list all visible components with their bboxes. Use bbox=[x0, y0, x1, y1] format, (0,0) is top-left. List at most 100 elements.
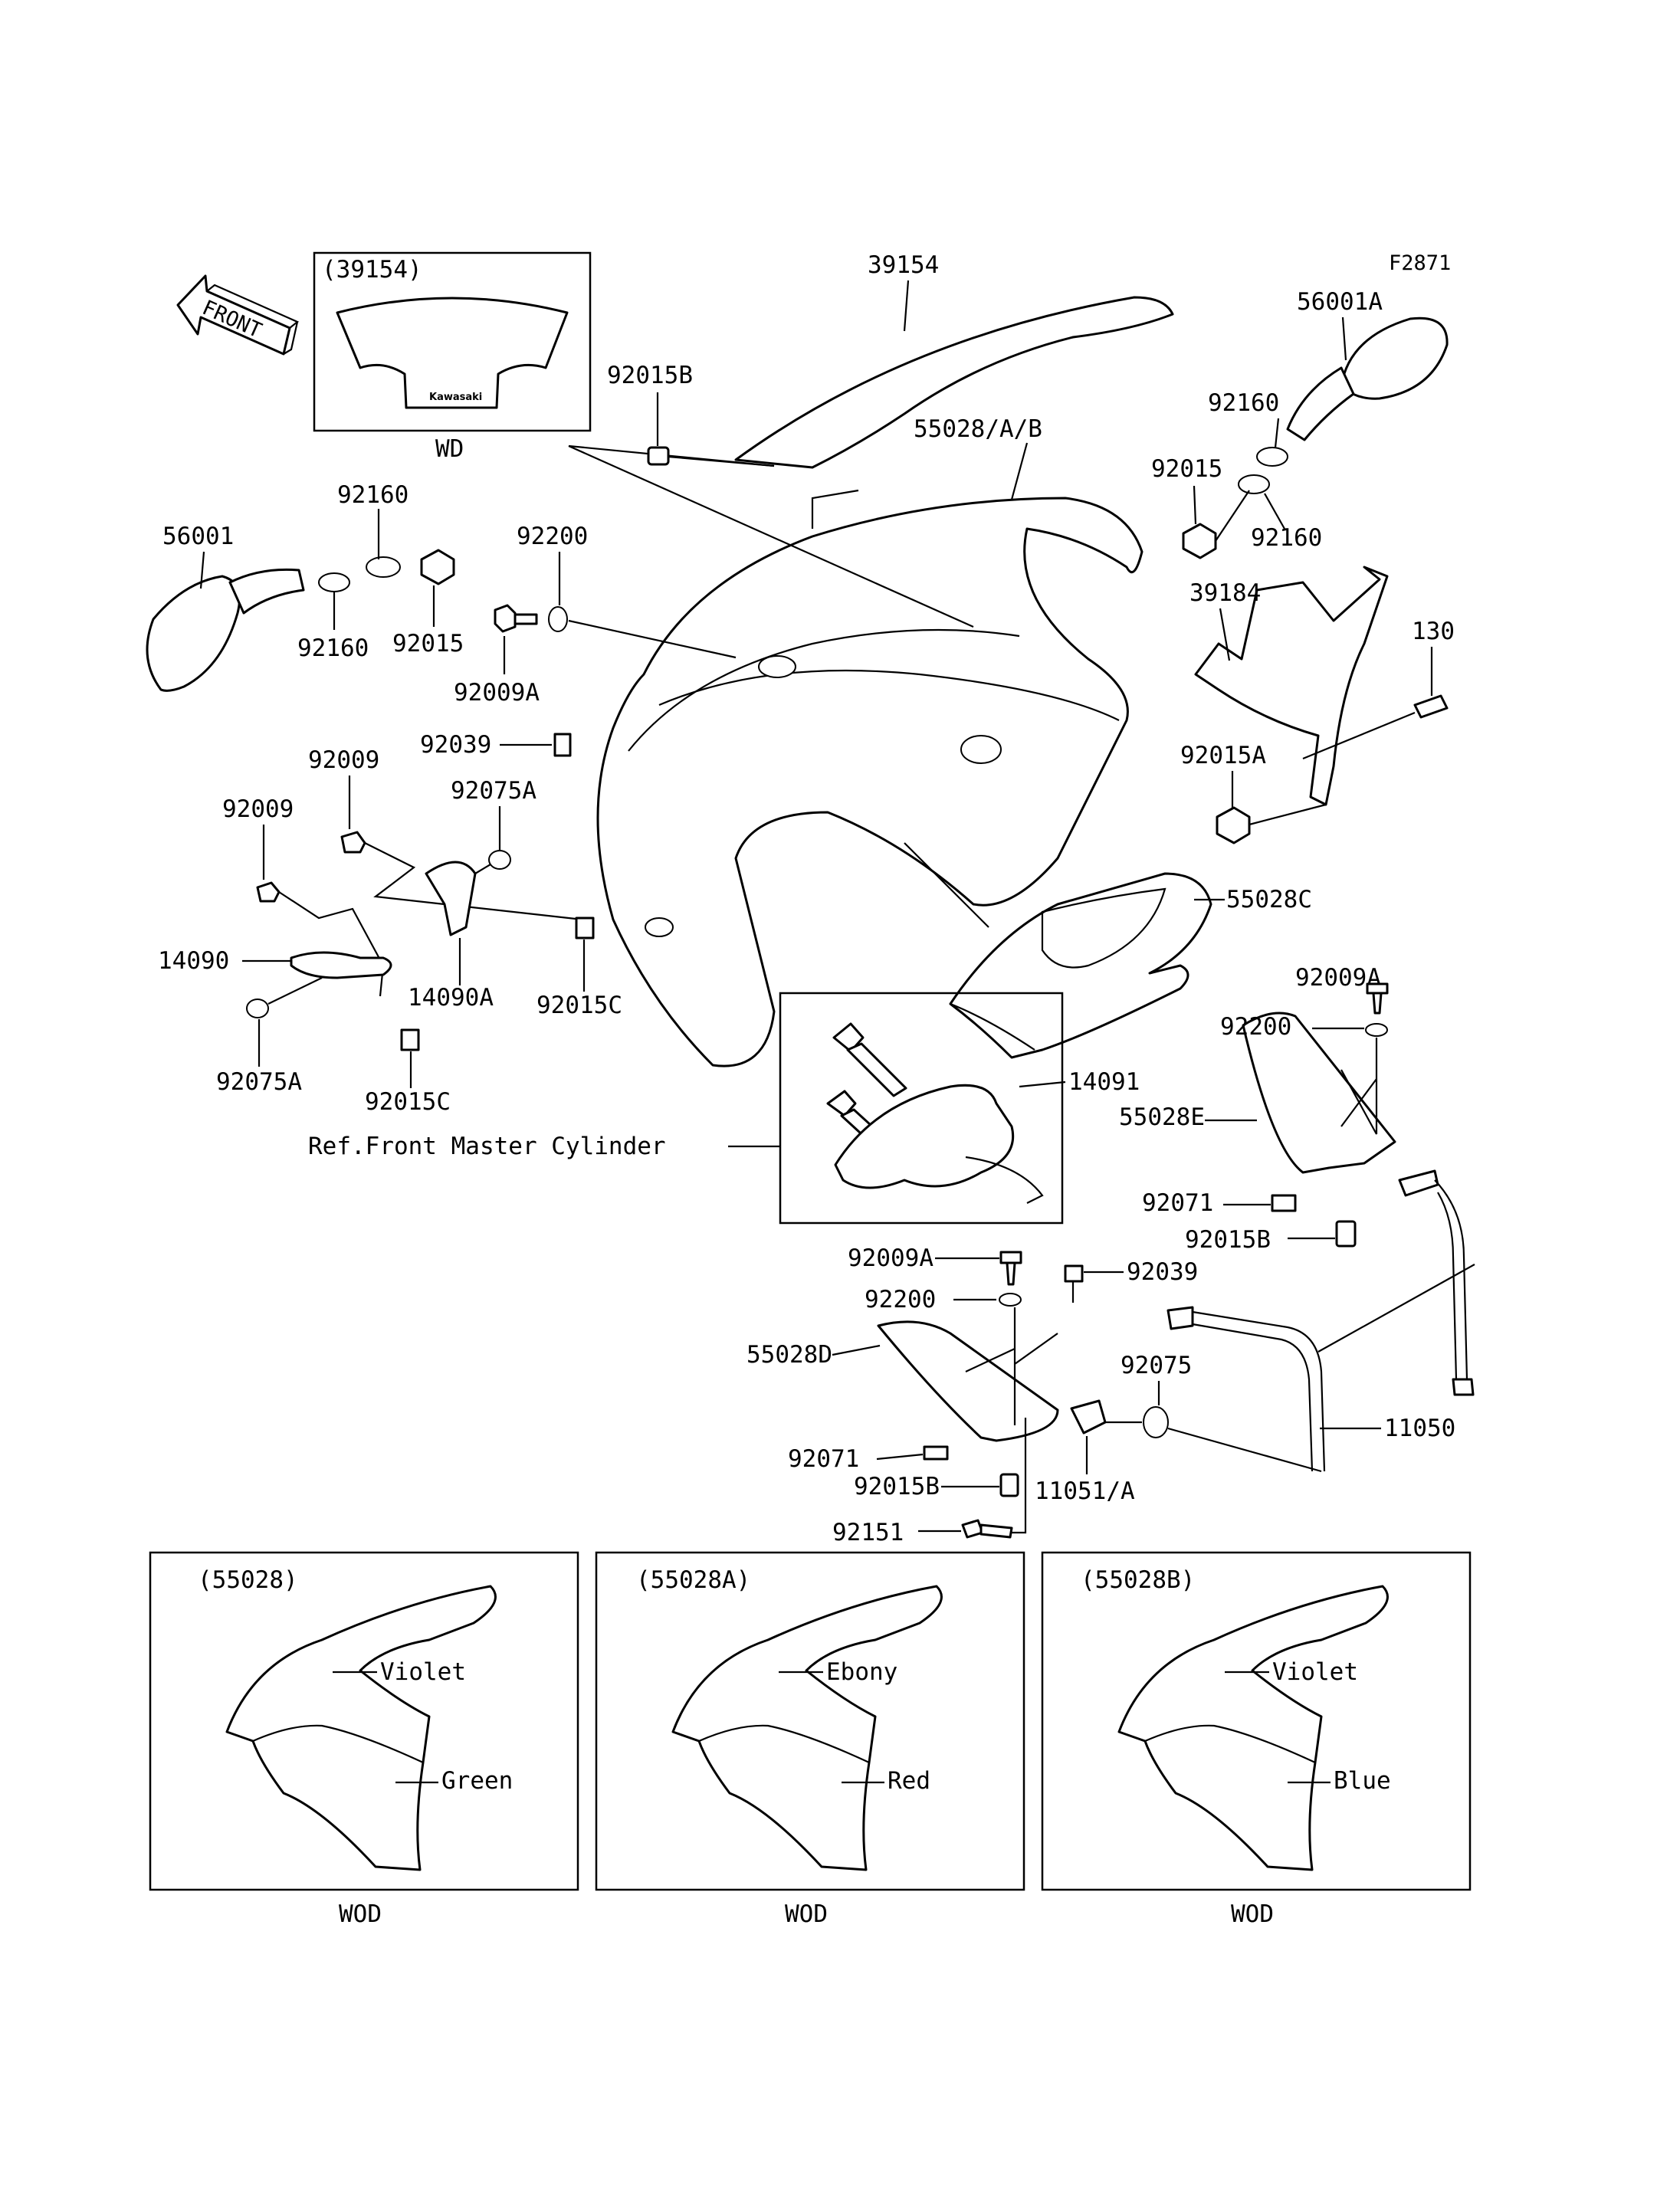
clip-92039-left bbox=[553, 733, 572, 757]
screw-92009a-left bbox=[494, 604, 517, 633]
variant-lower-color-1: Green bbox=[441, 1767, 513, 1795]
washer-92200-top bbox=[548, 606, 568, 632]
mirror-56001 bbox=[146, 575, 241, 692]
variant-upper-color-1: Violet bbox=[380, 1658, 466, 1686]
label-92071-right: 92071 bbox=[1142, 1189, 1213, 1217]
variant-frame-3 bbox=[1041, 1551, 1472, 1891]
plate-92160-right-1 bbox=[1256, 447, 1288, 467]
clip-92039-middle bbox=[1064, 1264, 1084, 1283]
nut-92015c-right bbox=[575, 917, 595, 939]
screw-92009a-middle bbox=[999, 1251, 1022, 1264]
nut-92015a bbox=[1216, 806, 1251, 844]
windshield-inset-variant: WD bbox=[435, 435, 464, 463]
grommet-92075a-bottom bbox=[246, 998, 269, 1018]
label-92039-middle: 92039 bbox=[1127, 1258, 1198, 1286]
clip-11051a bbox=[1070, 1399, 1107, 1435]
label-39184: 39184 bbox=[1189, 579, 1261, 607]
variant-frame-2 bbox=[595, 1551, 1025, 1891]
plate-92160-left-2 bbox=[366, 556, 401, 578]
label-92015-right: 92015 bbox=[1151, 455, 1222, 483]
label-92009a-left: 92009A bbox=[454, 679, 540, 707]
variant-box-55028a: (55028A) Ebony Red WOD bbox=[595, 1551, 1025, 1928]
bolt-130 bbox=[1413, 694, 1449, 719]
variant-cowl-drawing-1 bbox=[225, 1585, 497, 1871]
variant-box-55028b: (55028B) Violet Blue WOD bbox=[1041, 1551, 1472, 1928]
label-14090a: 14090A bbox=[408, 984, 494, 1012]
grommet-92015b-top bbox=[647, 446, 670, 466]
variant-lower-color-3: Blue bbox=[1334, 1767, 1391, 1795]
variant-upper-color-3: Violet bbox=[1272, 1658, 1358, 1686]
label-92160-right-1: 92160 bbox=[1208, 389, 1279, 417]
grommet-92015b-right bbox=[1335, 1220, 1357, 1248]
windshield-brand-logo: Kawasaki bbox=[429, 392, 482, 403]
label-56001a: 56001A bbox=[1297, 288, 1383, 316]
windshield-inset-code: (39154) bbox=[322, 256, 422, 284]
label-92200-right: 92200 bbox=[1220, 1013, 1291, 1041]
label-92009a-middle: 92009A bbox=[848, 1244, 934, 1272]
variant-label-2: WOD bbox=[785, 1900, 828, 1928]
washer-92200-right bbox=[1365, 1023, 1388, 1037]
inner-cover-55028c bbox=[949, 872, 1212, 1059]
nut-92015-right bbox=[1182, 523, 1217, 559]
windshield-39154 bbox=[734, 296, 1174, 469]
label-92160-left-2: 92160 bbox=[297, 635, 369, 662]
label-92015c-bottom: 92015C bbox=[365, 1088, 451, 1116]
cowl-vent-left bbox=[758, 655, 796, 678]
label-55028e: 55028E bbox=[1119, 1103, 1205, 1131]
label-56001: 56001 bbox=[162, 523, 234, 550]
variant-code-3: (55028B) bbox=[1081, 1566, 1195, 1594]
cowl-vent-right bbox=[960, 735, 1002, 764]
front-arrow-icon: FRONT bbox=[176, 274, 300, 356]
label-92009-b: 92009 bbox=[222, 795, 294, 823]
plate-92160-right-2 bbox=[1238, 474, 1270, 494]
rivet-92071-right bbox=[1271, 1194, 1297, 1212]
bracket-14090a bbox=[425, 861, 477, 936]
variant-frame-1 bbox=[149, 1551, 579, 1891]
mirror-56001a bbox=[1340, 316, 1449, 400]
label-92200-top: 92200 bbox=[517, 523, 588, 550]
side-cover-55028e bbox=[1242, 1012, 1396, 1174]
variant-lower-color-2: Red bbox=[888, 1767, 930, 1795]
side-cover-55028d bbox=[877, 1320, 1059, 1442]
bracket-14090 bbox=[290, 951, 392, 979]
variant-cowl-drawing-2 bbox=[671, 1585, 943, 1871]
label-55028c: 55028C bbox=[1226, 886, 1312, 913]
label-92075: 92075 bbox=[1121, 1352, 1192, 1379]
label-92015b-top: 92015B bbox=[607, 362, 693, 389]
label-92015c-right: 92015C bbox=[536, 992, 622, 1019]
cover-14091 bbox=[834, 1084, 1015, 1189]
grommet-92075a-top bbox=[488, 850, 511, 870]
windshield-inset-drawing bbox=[336, 297, 569, 409]
plate-92160-left-1 bbox=[318, 572, 350, 592]
variant-label-3: WOD bbox=[1231, 1900, 1274, 1928]
upper-cowl-55028 bbox=[596, 497, 1144, 1067]
variant-cowl-drawing-3 bbox=[1117, 1585, 1389, 1871]
label-92015b-right: 92015B bbox=[1185, 1226, 1271, 1254]
label-39154: 39154 bbox=[868, 251, 939, 279]
washer-92200-middle bbox=[999, 1293, 1022, 1307]
label-92015b-middle: 92015B bbox=[854, 1473, 940, 1500]
label-55028-a-b: 55028/A/B bbox=[914, 415, 1042, 443]
label-92160-right-2: 92160 bbox=[1251, 524, 1322, 552]
bolt-92009-b bbox=[256, 881, 281, 903]
nut-92015c-bottom bbox=[400, 1028, 420, 1051]
windshield-inset-frame bbox=[313, 251, 592, 432]
label-11051a: 11051/A bbox=[1035, 1477, 1135, 1505]
variant-code-2: (55028A) bbox=[636, 1566, 750, 1594]
label-92160-left-1: 92160 bbox=[337, 481, 409, 509]
variant-code-1: (55028) bbox=[198, 1566, 298, 1594]
variant-label-1: WOD bbox=[339, 1900, 382, 1928]
screw-92009a-right bbox=[1366, 982, 1389, 995]
label-ref-front-master-cylinder: Ref.Front Master Cylinder bbox=[308, 1133, 666, 1160]
label-92009-a: 92009 bbox=[308, 746, 379, 774]
variant-upper-color-2: Ebony bbox=[826, 1658, 897, 1686]
nut-92015-left bbox=[420, 549, 455, 585]
label-92075a-top: 92075A bbox=[451, 777, 536, 805]
master-cylinder-ref-box bbox=[779, 992, 1064, 1225]
windshield-inset: (39154) Kawasaki WD bbox=[313, 251, 592, 463]
label-14090: 14090 bbox=[158, 947, 229, 975]
rivet-92071-middle bbox=[923, 1445, 949, 1461]
variant-box-55028: (55028) Violet Green WOD bbox=[149, 1551, 579, 1928]
figure-code: F2871 bbox=[1389, 251, 1451, 275]
